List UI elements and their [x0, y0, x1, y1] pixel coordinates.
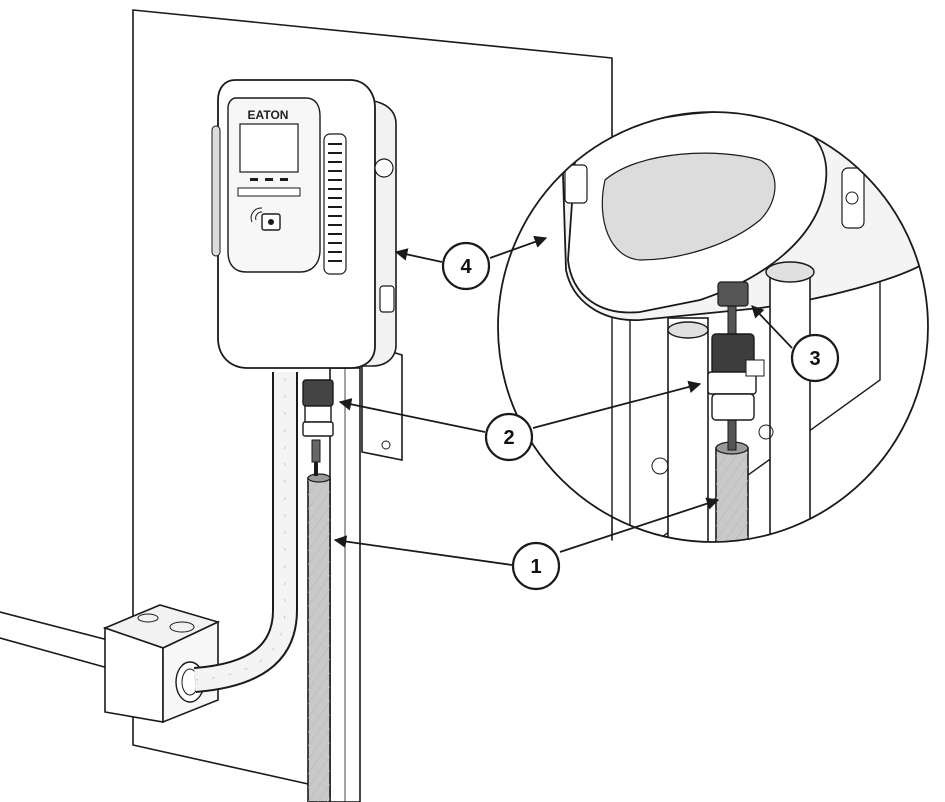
vent-slots-right	[323, 133, 347, 275]
charger-unit: EATON	[211, 79, 397, 369]
brand-logo: EATON	[248, 108, 289, 122]
rfid-icon	[250, 207, 281, 231]
flexible-conduit	[193, 372, 298, 693]
callout-1-label: 1	[530, 556, 541, 578]
callout-leaders	[333, 235, 793, 566]
status-leds	[250, 178, 288, 181]
junction-box	[102, 604, 221, 724]
callout-3-label: 3	[809, 348, 820, 370]
zoom-detail	[497, 111, 929, 543]
callout-2-label: 2	[503, 427, 514, 449]
cable-gland	[302, 379, 334, 437]
callout-2: 2	[484, 412, 534, 462]
callout-3: 3	[790, 333, 840, 383]
supply-wires	[0, 611, 109, 669]
vertical-pipe	[329, 367, 361, 802]
callout-4: 4	[441, 241, 491, 291]
callout-4-label: 4	[460, 256, 472, 278]
cable-conduit	[307, 439, 331, 802]
callout-1: 1	[511, 541, 561, 591]
